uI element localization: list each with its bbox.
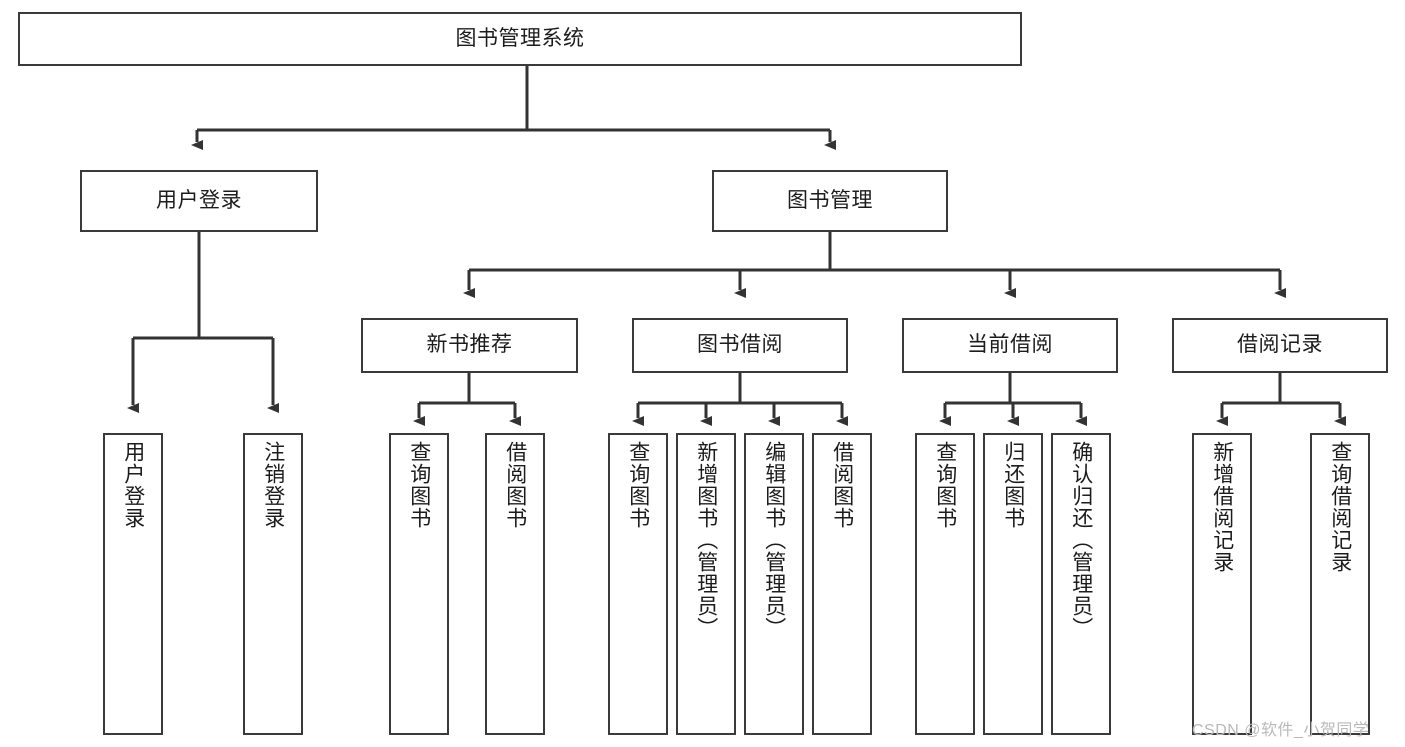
node-leaf-borrow-book-label: 借阅图书 (830, 441, 854, 529)
node-leaf-confirm-return-label: 确认归还（管理员） (1069, 441, 1093, 639)
node-borrow-records[interactable]: 借阅记录 (1172, 318, 1388, 373)
node-leaf-query-book-rec-label: 查询图书 (407, 441, 431, 529)
csdn-watermark: CSDN @软件_小贺同学 (1192, 722, 1370, 739)
node-new-book-recommend-label: 新书推荐 (426, 333, 513, 357)
node-current-borrow[interactable]: 当前借阅 (902, 318, 1118, 373)
node-root[interactable]: 图书管理系统 (18, 12, 1022, 66)
node-leaf-user-login-label: 用户登录 (121, 441, 145, 529)
node-user-login-label: 用户登录 (156, 188, 242, 212)
node-new-book-recommend[interactable]: 新书推荐 (361, 318, 578, 373)
node-leaf-query-book-borrow-label: 查询图书 (626, 441, 650, 529)
node-current-borrow-label: 当前借阅 (967, 333, 1053, 357)
node-leaf-user-logout[interactable]: 注销登录 (243, 433, 303, 735)
node-leaf-query-book-rec[interactable]: 查询图书 (389, 433, 449, 735)
node-book-borrow[interactable]: 图书借阅 (632, 318, 848, 373)
node-leaf-add-borrow-record[interactable]: 新增借阅记录 (1192, 433, 1252, 735)
node-leaf-add-book[interactable]: 新增图书（管理员） (676, 433, 736, 735)
node-leaf-return-book-label: 归还图书 (1001, 441, 1025, 529)
node-leaf-return-book[interactable]: 归还图书 (983, 433, 1043, 735)
node-leaf-edit-book-label: 编辑图书（管理员） (762, 441, 786, 639)
node-leaf-add-book-label: 新增图书（管理员） (694, 441, 718, 639)
node-leaf-borrow-book-rec-label: 借阅图书 (503, 441, 527, 529)
node-root-label: 图书管理系统 (455, 26, 585, 50)
node-book-management-label: 图书管理 (787, 188, 873, 212)
node-borrow-records-label: 借阅记录 (1237, 333, 1323, 357)
node-leaf-user-login[interactable]: 用户登录 (103, 433, 163, 735)
node-user-login[interactable]: 用户登录 (80, 170, 318, 232)
node-leaf-borrow-book-rec[interactable]: 借阅图书 (485, 433, 545, 735)
node-book-borrow-label: 图书借阅 (697, 333, 783, 357)
node-leaf-query-book-current-label: 查询图书 (933, 441, 957, 529)
node-leaf-user-logout-label: 注销登录 (261, 441, 285, 529)
node-leaf-confirm-return[interactable]: 确认归还（管理员） (1051, 433, 1111, 735)
node-leaf-query-book-current[interactable]: 查询图书 (915, 433, 975, 735)
node-leaf-add-borrow-record-label: 新增借阅记录 (1210, 441, 1234, 573)
node-leaf-query-borrow-record[interactable]: 查询借阅记录 (1310, 433, 1370, 735)
node-leaf-borrow-book[interactable]: 借阅图书 (812, 433, 872, 735)
node-leaf-query-borrow-record-label: 查询借阅记录 (1328, 441, 1352, 573)
node-book-management[interactable]: 图书管理 (712, 170, 948, 232)
node-leaf-edit-book[interactable]: 编辑图书（管理员） (744, 433, 804, 735)
node-leaf-query-book-borrow[interactable]: 查询图书 (608, 433, 668, 735)
